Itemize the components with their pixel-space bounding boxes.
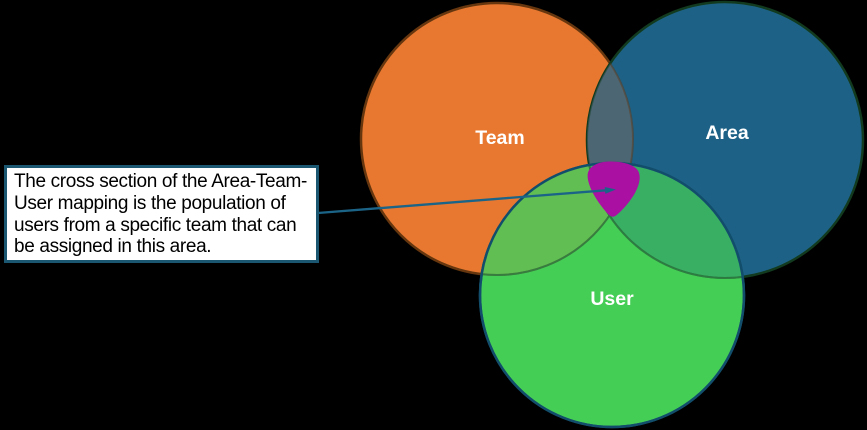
arrow-head (604, 187, 616, 194)
arrow-line[interactable] (317, 189, 607, 215)
team-arc-in-user (480, 163, 634, 276)
area-arc-in-user (586, 163, 744, 279)
area-user-overlap[interactable] (480, 163, 744, 427)
callout-box[interactable]: The cross section of the Area-Team-User … (4, 165, 319, 264)
area-label: Area (705, 122, 749, 144)
user-label: User (590, 288, 634, 310)
team-label: Team (475, 127, 525, 149)
team-user-overlap[interactable] (480, 163, 744, 427)
callout-text: The cross section of the Area-Team-User … (14, 171, 307, 258)
